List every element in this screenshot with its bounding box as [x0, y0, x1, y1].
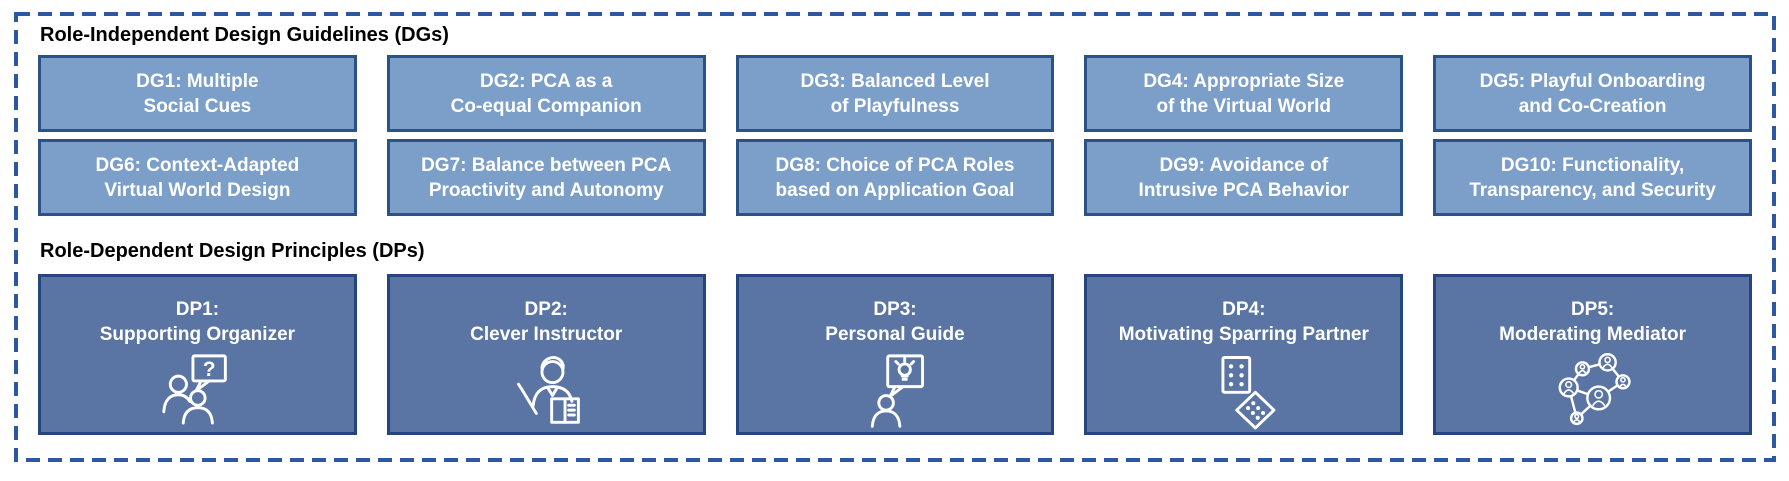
diagram-content: Role-Independent Design Guidelines (DGs)…	[14, 12, 1776, 462]
dg10-label-line1: DG10: Functionality,	[1500, 154, 1685, 176]
dg8-label-line1: DG8: Choice of PCA Roles	[775, 154, 1015, 176]
dice-icon	[1221, 356, 1276, 430]
dg3-box: DG3: Balanced Level of Playfulness	[735, 55, 1055, 132]
dp5-box: DP5: Moderating Mediator	[1433, 274, 1752, 435]
dg1-box: DG1: Multiple Social Cues	[38, 55, 357, 132]
dg8-box: DG8: Choice of PCA Roles based on Applic…	[735, 139, 1055, 216]
dp3-box: DP3: Personal Guide	[735, 274, 1055, 435]
dg3-label-line2: of Playfulness	[830, 95, 960, 117]
people-network-icon	[1558, 353, 1631, 426]
dp4-label-line2: Motivating Sparring Partner	[1118, 324, 1369, 345]
dg6-label-line2: Virtual World Design	[104, 179, 291, 201]
dp1-box: DP1: Supporting Organizer ?	[38, 274, 357, 435]
dg4-label-line1: DG4: Appropriate Size	[1143, 70, 1345, 92]
dg8-label-line2: based on Application Goal	[775, 179, 1015, 201]
dg-section-title: Role-Independent Design Guidelines (DGs)	[40, 24, 449, 46]
dp-row: DP1: Supporting Organizer ? DP2:	[38, 274, 1752, 435]
dg6-box: DG6: Context-Adapted Virtual World Desig…	[38, 139, 357, 216]
dg10-label-line2: Transparency, and Security	[1469, 179, 1716, 201]
dg1-label-line1: DG1: Multiple	[136, 70, 259, 92]
dg6-label-line1: DG6: Context-Adapted	[95, 154, 300, 176]
dg2-label-line2: Co-equal Companion	[450, 95, 642, 117]
dp3-label-line1: DP3:	[873, 299, 917, 320]
dashed-frame	[14, 12, 1776, 462]
dg9-label-line1: DG9: Avoidance of	[1159, 154, 1329, 176]
dg7-label-line2: Proactivity and Autonomy	[428, 179, 664, 201]
dg1-label-line2: Social Cues	[143, 95, 252, 117]
person-idea-bubble-icon	[870, 354, 924, 428]
dg-row-2: DG6: Context-Adapted Virtual World Desig…	[38, 139, 1752, 216]
dp2-label-line2: Clever Instructor	[470, 324, 623, 345]
dg10-box: DG10: Functionality, Transparency, and S…	[1433, 139, 1752, 216]
dg4-box: DG4: Appropriate Size of the Virtual Wor…	[1084, 55, 1404, 132]
dp2-label-line1: DP2:	[524, 299, 568, 320]
dg2-label-line1: DG2: PCA as a	[480, 70, 613, 92]
dp4-label-line1: DP4:	[1222, 299, 1266, 320]
dg5-box: DG5: Playful Onboarding and Co-Creation	[1433, 55, 1752, 132]
dp2-box: DP2: Clever Instructor	[386, 274, 706, 435]
dg2-box: DG2: PCA as a Co-equal Companion	[386, 55, 706, 132]
dg9-box: DG9: Avoidance of Intrusive PCA Behavior	[1084, 139, 1404, 216]
dg5-label-line1: DG5: Playful Onboarding	[1479, 70, 1706, 92]
dg9-label-line2: Intrusive PCA Behavior	[1138, 179, 1350, 201]
dp4-box: DP4: Motivating Sparring Partner	[1084, 274, 1404, 435]
dp1-label-line1: DP1:	[175, 299, 220, 320]
people-question-bubble-icon: ?	[162, 354, 228, 425]
dg5-label-line2: and Co-Creation	[1518, 95, 1667, 117]
dg7-box: DG7: Balance between PCA Proactivity and…	[386, 139, 706, 216]
dg4-label-line2: of the Virtual World	[1156, 95, 1332, 117]
dp5-label-line2: Moderating Mediator	[1499, 324, 1686, 345]
dg7-label-line1: DG7: Balance between PCA	[421, 154, 672, 176]
dp1-label-line2: Supporting Organizer	[99, 324, 296, 345]
person-pen-book-icon	[517, 356, 581, 424]
dp5-label-line1: DP5:	[1570, 299, 1615, 320]
dp3-label-line2: Personal Guide	[825, 324, 965, 345]
question-mark-glyph: ?	[203, 358, 216, 381]
dp-section-title: Role-Dependent Design Principles (DPs)	[40, 240, 425, 262]
dg3-label-line1: DG3: Balanced Level	[800, 70, 990, 92]
dg-row-1: DG1: Multiple Social Cues DG2: PCA as a …	[38, 55, 1752, 132]
